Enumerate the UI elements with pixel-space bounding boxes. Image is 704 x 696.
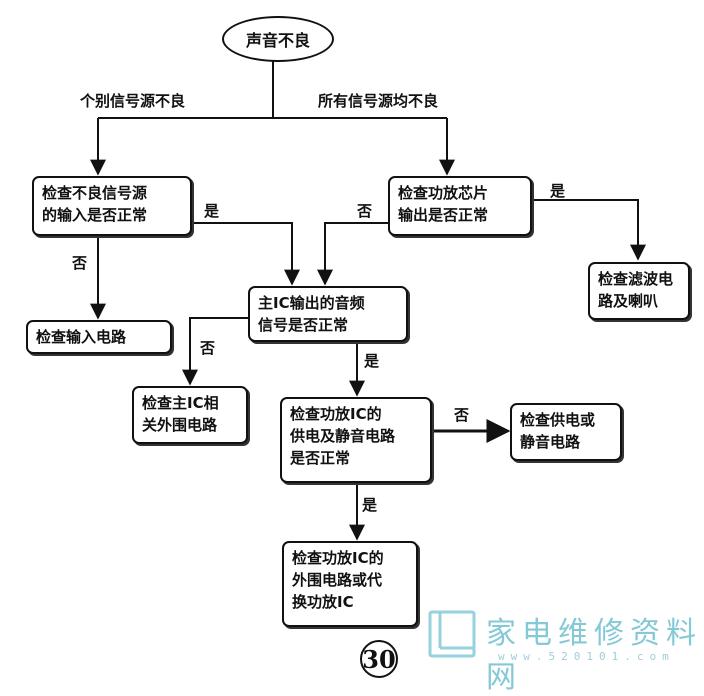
edge-label-no-power: 否 xyxy=(454,406,470,424)
node-check-main-ic-periph: 检查主IC相 关外围电路 xyxy=(132,386,248,444)
watermark-text: 家电维修资料网 xyxy=(486,616,702,695)
edge-label-yes-mainic: 是 xyxy=(364,352,380,370)
node-check-amp-output: 检查功放芯片 输出是否正常 xyxy=(388,176,532,236)
node-check-amp-periph: 检查功放IC的 外围电路或代 换功放IC xyxy=(282,541,418,627)
edge-label-yes-source: 是 xyxy=(204,202,220,220)
connector-amp-yes xyxy=(532,199,646,261)
node-check-source-input: 检查不良信号源 的输入是否正常 xyxy=(32,176,192,236)
node-check-input-circuit: 检查输入电路 xyxy=(26,320,172,354)
edge-label-no-source: 否 xyxy=(72,254,88,272)
edge-label-yes-amp: 是 xyxy=(550,182,566,200)
connector-amp-no xyxy=(317,222,388,286)
watermark-url: www.520101.com xyxy=(498,650,675,663)
page-number: 30 xyxy=(360,640,398,678)
node-check-filter-speaker: 检查滤波电 路及喇叭 xyxy=(588,262,690,320)
connector-source-yes xyxy=(190,222,300,286)
node-check-amp-power-mute: 检查功放IC的 供电及静音电路 是否正常 xyxy=(280,397,432,483)
connector-mainic-no xyxy=(182,317,248,386)
edge-label-yes-power: 是 xyxy=(362,496,378,514)
edge-label-no-mainic: 否 xyxy=(200,339,216,357)
edge-label-no-amp: 否 xyxy=(357,202,373,220)
branch-label-all-sources: 所有信号源均不良 xyxy=(318,92,439,110)
start-node: 声音不良 xyxy=(222,16,334,62)
node-check-power-mute: 检查供电或 静音电路 xyxy=(510,403,622,461)
node-main-ic-audio: 主IC输出的音频 信号是否正常 xyxy=(248,286,408,342)
branch-label-some-sources: 个别信号源不良 xyxy=(80,92,186,110)
